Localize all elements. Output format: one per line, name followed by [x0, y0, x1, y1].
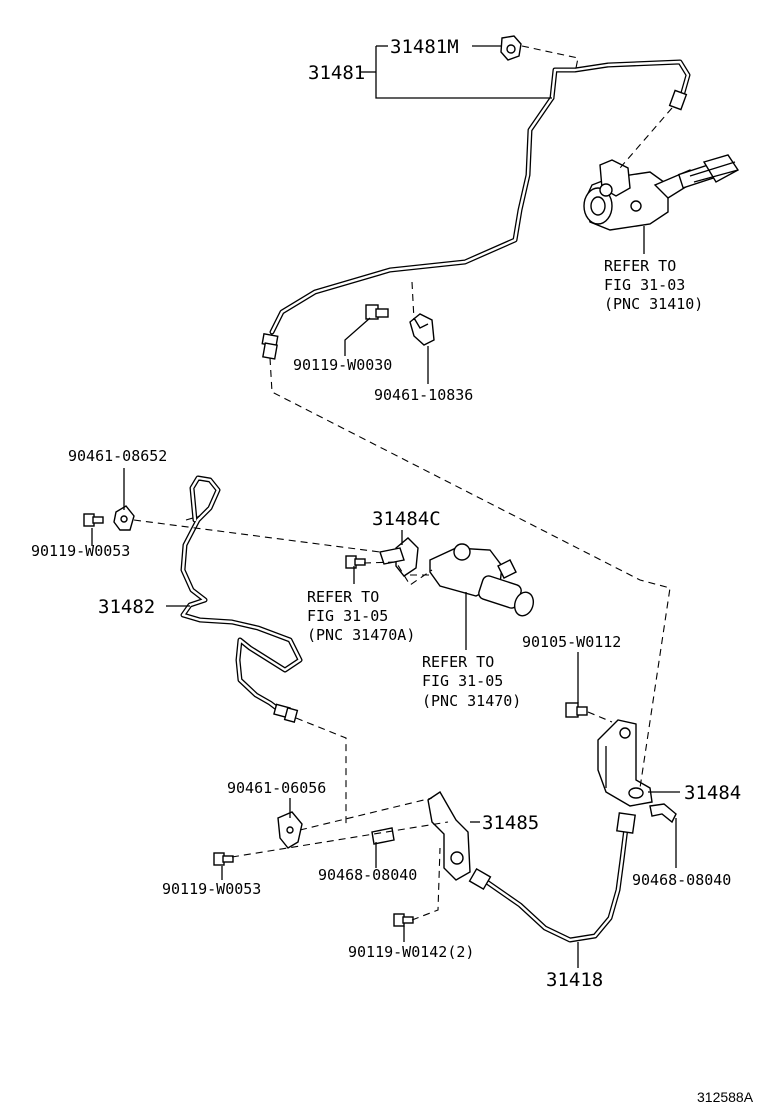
label-90461-10836: 90461-10836 — [374, 386, 473, 404]
label-31481m: 31481M — [390, 36, 459, 58]
bracket-31485 — [427, 791, 471, 881]
label-90119-w0053-lower: 90119-W0053 — [162, 880, 261, 898]
bolt-refer-31470a — [345, 555, 366, 569]
label-31484c: 31484C — [372, 508, 441, 530]
bolt-90119-w0142 — [393, 913, 414, 927]
label-90119-w0142: 90119-W0142(2) — [348, 943, 474, 961]
refer-31470-line2: FIG 31-05 — [422, 672, 503, 690]
flexible-hose-31418 — [468, 812, 636, 943]
label-31481: 31481 — [308, 62, 365, 84]
bracket-31484 — [597, 719, 653, 807]
label-31484: 31484 — [684, 782, 741, 804]
label-31418: 31418 — [546, 969, 603, 991]
label-90119-w0030: 90119-W0030 — [293, 356, 392, 374]
master-cylinder — [583, 154, 740, 231]
label-90461-08652: 90461-08652 — [68, 447, 167, 465]
bracket-31484c — [379, 537, 419, 577]
label-90461-06056: 90461-06056 — [227, 779, 326, 797]
refer-31470-line3: (PNC 31470) — [422, 692, 521, 710]
bolt-90119-w0053-lower — [213, 852, 234, 866]
bolt-90119-w0030 — [365, 304, 389, 320]
bolt-90119-w0053-upper — [83, 513, 104, 527]
clip-90468-08040-right — [649, 803, 677, 824]
refer-31410-line2: FIG 31-03 — [604, 276, 685, 294]
clutch-line-31481 — [261, 59, 691, 360]
refer-31470-line1: REFER TO — [422, 653, 494, 671]
label-90468-08040-left: 90468-08040 — [318, 866, 417, 884]
label-31485: 31485 — [482, 812, 539, 834]
clamp-90461-06056 — [277, 811, 303, 849]
clip-31481m — [500, 35, 522, 61]
dashed-guides — [133, 45, 673, 921]
refer-31470a-line1: REFER TO — [307, 588, 379, 606]
clip-90468-08040-left — [371, 827, 395, 845]
label-90105-w0112: 90105-W0112 — [522, 633, 621, 651]
label-90468-08040-right: 90468-08040 — [632, 871, 731, 889]
label-31482: 31482 — [98, 596, 155, 618]
clutch-line-31482 — [180, 475, 303, 723]
release-cylinder — [429, 543, 535, 617]
leader-lines — [91, 45, 680, 968]
clamp-90461-10836 — [409, 313, 435, 346]
refer-31470a-line2: FIG 31-05 — [307, 607, 388, 625]
clamp-90461-08652 — [113, 505, 135, 531]
refer-31470a-line3: (PNC 31470A) — [307, 626, 415, 644]
bolt-90105-w0112 — [565, 702, 588, 718]
refer-31410-line1: REFER TO — [604, 257, 676, 275]
label-90119-w0053-upper: 90119-W0053 — [31, 542, 130, 560]
figure-id: 312588A — [697, 1089, 754, 1105]
refer-31410-line3: (PNC 31410) — [604, 295, 703, 313]
